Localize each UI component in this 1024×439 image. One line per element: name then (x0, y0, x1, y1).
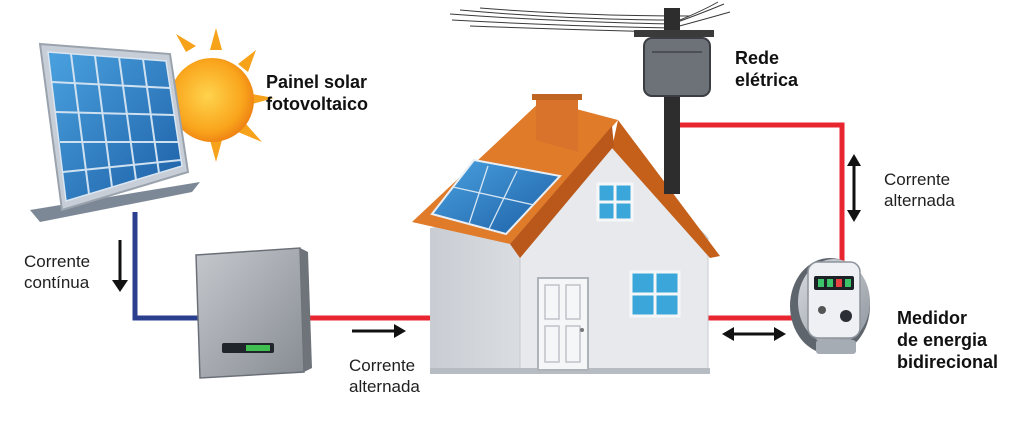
roof-solar-panel-icon (430, 158, 562, 236)
label-painel-solar: Painel solar fotovoltaico (266, 71, 368, 115)
label-ca1-line1: Corrente (349, 356, 416, 375)
label-ca2-line1: Corrente (884, 170, 951, 189)
energy-meter-icon (790, 258, 870, 354)
dc-wire (132, 212, 200, 321)
label-corrente-continua: Corrente contínua (24, 251, 90, 293)
label-painel-line1: Painel solar (266, 72, 368, 92)
label-cc-line1: Corrente (24, 252, 91, 271)
label-cc-line2: contínua (24, 273, 90, 292)
window-upper (596, 182, 634, 222)
label-medidor-line3: bidirecional (897, 352, 999, 372)
arrow-bidirectional-grid (847, 154, 861, 222)
arrow-down-dc (112, 240, 128, 292)
arrow-right-ac (352, 324, 406, 338)
label-painel-line2: fotovoltaico (266, 94, 368, 114)
chimney (532, 94, 582, 152)
label-ca2-line2: alternada (884, 191, 955, 210)
label-medidor-line2: de energia (897, 330, 988, 350)
label-corrente-alternada-rede: Corrente alternada (884, 169, 955, 211)
house-icon (412, 94, 720, 374)
label-rede-eletrica: Rede elétrica (735, 47, 798, 91)
label-corrente-alternada-inversor: Corrente alternada (349, 355, 420, 397)
label-rede-line1: Rede (735, 48, 780, 68)
inverter-icon (195, 247, 312, 379)
window-lower (629, 270, 681, 318)
utility-pole-icon (449, 1, 731, 194)
label-medidor-line1: Medidor (897, 308, 967, 328)
sun-icon (170, 28, 274, 162)
label-ca1-line2: alternada (349, 377, 420, 396)
label-rede-line2: elétrica (735, 70, 799, 90)
ac-wire-grid-to-meter (676, 122, 845, 262)
solar-panel-icon (30, 42, 200, 222)
arrow-bidirectional-meter (722, 327, 786, 341)
label-medidor: Medidor de energia bidirecional (897, 307, 998, 373)
door (537, 277, 589, 371)
